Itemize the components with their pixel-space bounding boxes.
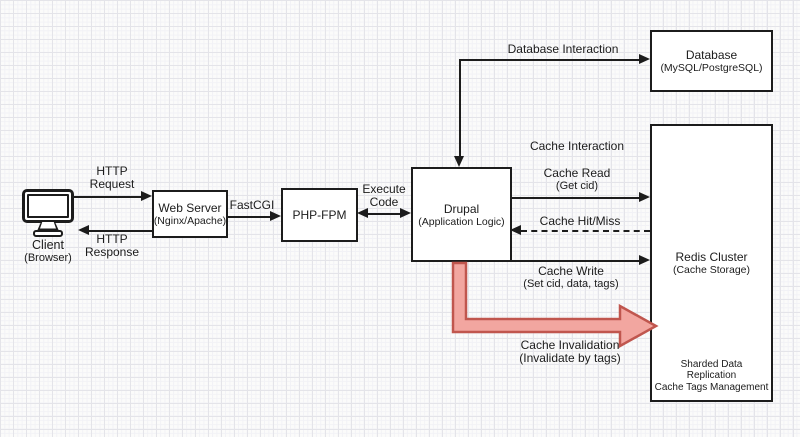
database-interaction-right-arrowhead-icon — [639, 54, 650, 64]
fastcgi-arrowhead-icon — [270, 211, 281, 221]
cache-read-label: Cache Read (Get cid) — [543, 166, 611, 193]
monitor-stand-base — [33, 230, 63, 237]
execute-code-right-arrowhead-icon — [400, 208, 411, 218]
database-title: Database — [685, 48, 738, 62]
cache-read-arrowhead-icon — [639, 192, 650, 202]
database-node: Database (MySQL/PostgreSQL) — [650, 30, 773, 92]
redis-feature-cache-tags: Cache Tags Management — [654, 381, 769, 393]
http-response-label: HTTP Response — [84, 232, 140, 259]
http-response-arrowhead-icon — [78, 225, 89, 235]
cache-hit-miss-arrowhead-icon — [510, 225, 521, 235]
client-monitor-icon — [22, 189, 74, 223]
database-sublabel: (MySQL/PostgreSQL) — [660, 62, 763, 74]
php-fpm-node: PHP-FPM — [281, 188, 358, 242]
http-request-label: HTTP Request — [89, 164, 135, 191]
redis-cluster-node: Redis Cluster (Cache Storage) Sharded Da… — [650, 124, 773, 402]
database-interaction-down-arrowhead-icon — [454, 156, 464, 167]
http-response-line — [88, 230, 152, 232]
redis-title: Redis Cluster — [675, 250, 748, 264]
cache-interaction-label: Cache Interaction — [529, 139, 625, 153]
web-server-title: Web Server — [158, 201, 222, 215]
cache-invalidation-label: Cache Invalidation (Invalidate by tags) — [519, 338, 621, 365]
cache-write-label: Cache Write (Set cid, data, tags) — [523, 264, 619, 291]
drupal-sublabel: (Application Logic) — [418, 215, 505, 228]
web-server-sublabel: (Nginx/Apache) — [153, 215, 227, 227]
client-node-sublabel: (Browser) — [24, 252, 72, 264]
redis-feature-replication: Replication — [686, 370, 737, 381]
client-node-label: Client — [32, 238, 64, 252]
execute-code-line — [366, 213, 402, 215]
http-request-line — [74, 196, 143, 198]
web-server-node: Web Server (Nginx/Apache) — [152, 190, 228, 238]
http-request-arrowhead-icon — [141, 191, 152, 201]
monitor-screen — [27, 194, 69, 218]
redis-feature-sharded-data: Sharded Data — [680, 358, 743, 370]
drupal-title: Drupal — [443, 201, 480, 216]
database-interaction-hline — [459, 59, 640, 61]
drupal-node: Drupal (Application Logic) — [411, 167, 512, 262]
cache-hit-miss-label: Cache Hit/Miss — [539, 214, 621, 228]
monitor-stand-neck — [37, 222, 59, 231]
cache-hit-miss-line — [521, 230, 650, 232]
php-fpm-title: PHP-FPM — [292, 208, 347, 222]
database-interaction-label: Database Interaction — [507, 42, 619, 56]
cache-read-line — [511, 197, 639, 199]
fastcgi-label: FastCGI — [229, 198, 275, 212]
cache-write-arrowhead-icon — [639, 255, 650, 265]
fastcgi-line — [228, 216, 272, 218]
execute-code-left-arrowhead-icon — [357, 208, 368, 218]
cache-write-line — [511, 260, 639, 262]
execute-code-label: Execute Code — [362, 182, 406, 209]
redis-sublabel: (Cache Storage) — [672, 264, 751, 276]
database-interaction-vline — [459, 59, 461, 158]
redis-features-list: Sharded Data Replication Cache Tags Mana… — [652, 359, 771, 394]
